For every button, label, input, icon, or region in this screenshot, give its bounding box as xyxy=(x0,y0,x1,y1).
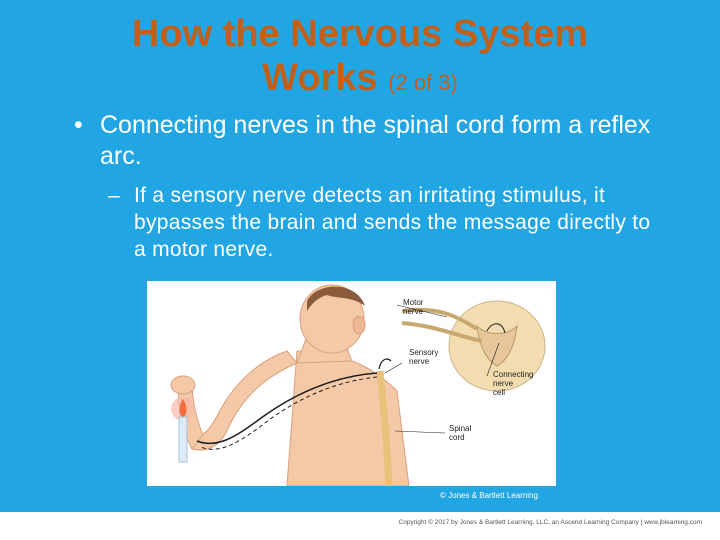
title-part-indicator: (2 of 3) xyxy=(388,70,458,95)
sub-bullet-marker: – xyxy=(108,184,120,207)
slide-title: How the Nervous System Works (2 of 3) xyxy=(0,12,720,105)
footer-copyright: Copyright © 2017 by Jones & Bartlett Lea… xyxy=(398,519,702,526)
title-works: Works xyxy=(262,57,378,99)
motor-leader xyxy=(396,304,448,318)
bullet-marker: • xyxy=(74,111,83,139)
reflex-loop-arrow xyxy=(378,358,392,370)
title-line-2: Works (2 of 3) xyxy=(0,56,720,105)
spinal-leader xyxy=(394,430,446,434)
footer-bar: Copyright © 2017 by Jones & Bartlett Lea… xyxy=(0,512,720,540)
sub-bullet-text: If a sensory nerve detects an irritating… xyxy=(134,184,651,261)
spinal-cross-section xyxy=(401,300,546,392)
candle-shape xyxy=(178,416,188,463)
title-line-1: How the Nervous System xyxy=(131,13,589,55)
connecting-leader xyxy=(486,342,500,377)
sensory-leader xyxy=(384,362,403,374)
hair-shape xyxy=(307,286,365,311)
bullet-text: Connecting nerves in the spinal cord for… xyxy=(100,111,651,170)
motor-nerve-path xyxy=(200,376,378,450)
spinal-cord-line xyxy=(376,370,393,486)
image-credit: © Jones & Bartlett Learning xyxy=(440,491,538,500)
flame-icon xyxy=(179,399,187,417)
ear-shape xyxy=(352,315,366,335)
sensory-nerve-path xyxy=(196,372,378,445)
hand-shape xyxy=(170,375,196,395)
arm-shape xyxy=(186,350,298,451)
